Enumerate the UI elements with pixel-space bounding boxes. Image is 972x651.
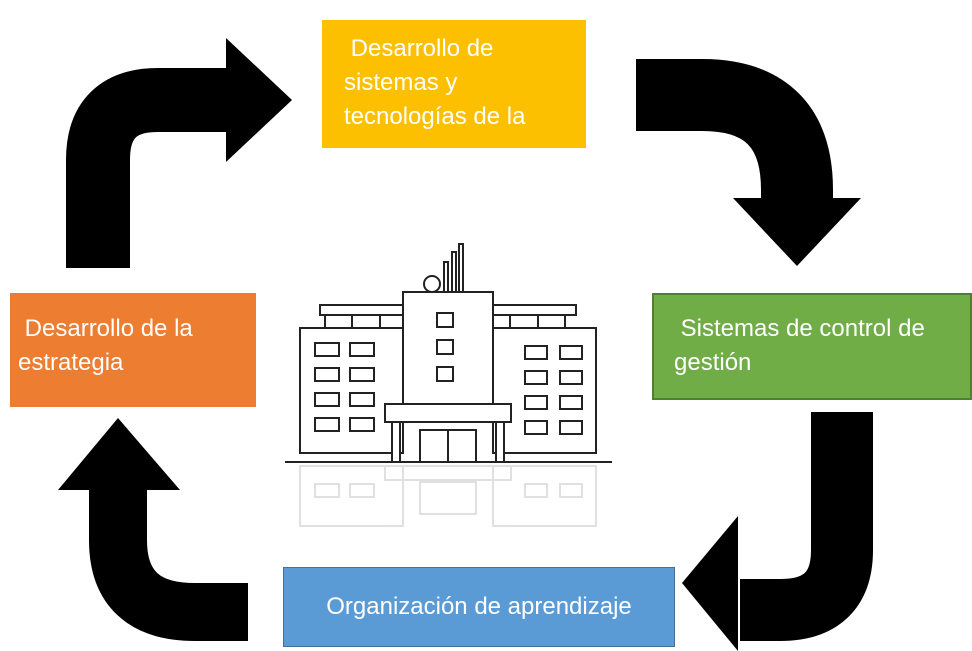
office-building-icon [285,243,612,463]
node-strategy-development: Desarrollo de la estrategia [10,293,256,407]
curved-arrow-down-left-icon [682,412,873,651]
node-label-line: gestión [674,349,752,376]
node-management-control: Sistemas de control de gestión [652,293,972,400]
node-label-line: Desarrollo de [344,35,494,62]
node-label-line: Organización de aprendizaje [326,593,632,620]
node-label-line: Sistemas de control de [674,315,925,342]
building-reflection [299,465,597,527]
curved-arrow-up-right-icon [66,38,292,268]
curved-arrow-left-up-icon [58,418,248,641]
node-label-line: sistemas y [344,69,458,96]
node-label-line: tecnologías de la [344,103,526,130]
node-system-development: Desarrollo de sistemas y tecnologías de … [322,20,586,148]
node-label-line: Desarrollo de la [18,315,193,342]
node-label-line: estrategia [18,349,124,376]
curved-arrow-right-down-icon [636,59,861,266]
node-learning-organization: Organización de aprendizaje [283,567,675,647]
